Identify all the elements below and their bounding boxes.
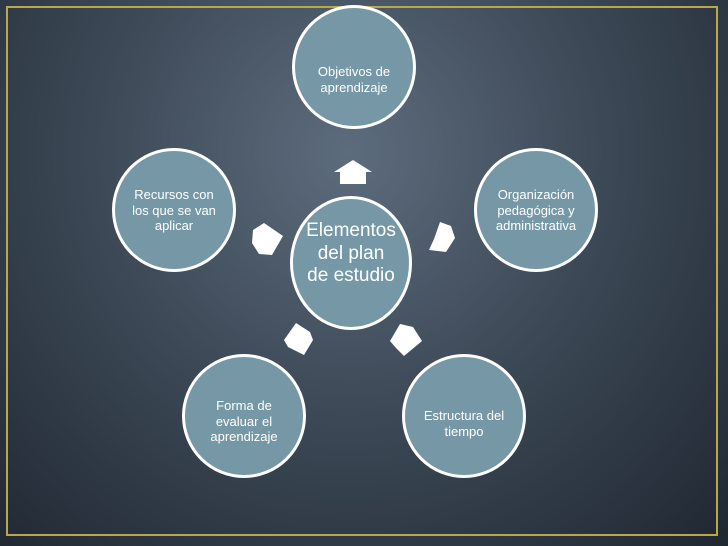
node-center-label: Elementos del plan de estudio [306, 219, 396, 287]
node-recursos: Recursos con los que se van aplicar [112, 148, 236, 272]
node-recursos-label: Recursos con los que se van aplicar [132, 187, 216, 234]
node-organizacion-label: Organización pedagógica y administrativa [495, 187, 577, 234]
arrow-to-evaluar [284, 323, 313, 355]
node-evaluar: Forma de evaluar el aprendizaje [182, 354, 306, 478]
node-objetivos-label: Objetivos de aprendizaje [317, 64, 391, 95]
node-evaluar-label: Forma de evaluar el aprendizaje [210, 398, 278, 445]
node-estructura: Estructura del tiempo [402, 354, 526, 478]
arrow-to-estructura [390, 324, 422, 356]
arrow-to-objetivos [334, 160, 372, 184]
arrow-to-recursos [252, 223, 283, 255]
node-center: Elementos del plan de estudio [290, 196, 412, 330]
node-estructura-label: Estructura del tiempo [423, 408, 505, 439]
node-organizacion: Organización pedagógica y administrativa [474, 148, 598, 272]
arrow-to-organizacion [429, 222, 455, 252]
node-objetivos: Objetivos de aprendizaje [292, 5, 416, 129]
